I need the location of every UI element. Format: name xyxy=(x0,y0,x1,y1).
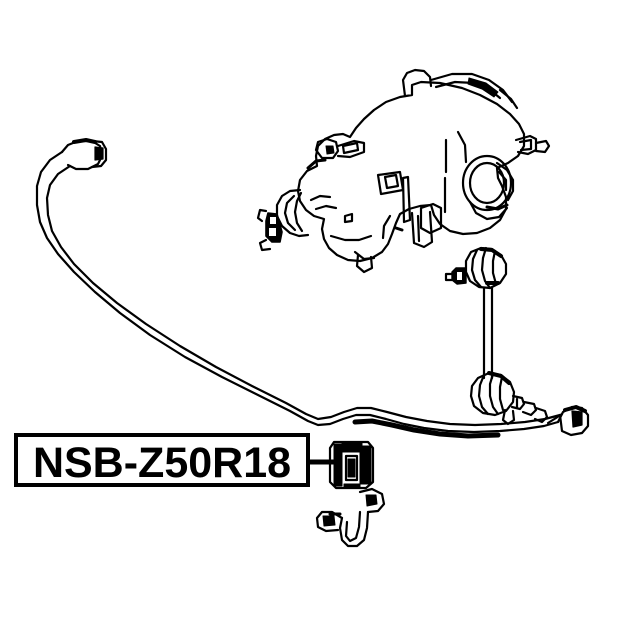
differential-detail-b xyxy=(314,204,338,211)
link-upper-joint-rib-c xyxy=(491,249,498,286)
differential-bearing-cap-outer xyxy=(461,154,513,212)
link-lower-bushing-rib-b xyxy=(488,372,500,416)
differential-mount-ear xyxy=(314,137,340,160)
bushing-shade-top xyxy=(341,442,363,453)
differential-top-rib-line xyxy=(498,88,519,110)
link-lower-nut xyxy=(533,406,549,424)
differential-mount-arm-inner xyxy=(341,141,360,155)
stabilizer-bar-left-eyelet-boss xyxy=(90,139,108,169)
bushing-shade-right xyxy=(359,445,372,485)
differential-right-flange xyxy=(514,134,538,156)
stabilizer-bar xyxy=(35,138,590,439)
differential-detail-c xyxy=(329,234,373,242)
differential-rib-c xyxy=(456,130,468,164)
bushing-inner-bore xyxy=(344,454,359,482)
bushing-inner-bore-shade xyxy=(347,458,356,478)
bushing-shade-bottom xyxy=(343,483,361,489)
differential-side-plate xyxy=(401,175,412,224)
differential-detail-a xyxy=(309,194,332,202)
link-lower-bushing-rib-c xyxy=(498,375,505,412)
stabilizer-bar-shade-right xyxy=(352,418,501,439)
bracket-upper-tab xyxy=(358,487,386,514)
differential-bearing-shade xyxy=(485,203,509,211)
bracket-lower-tab xyxy=(315,510,344,533)
differential-pinion-flange-hole-b xyxy=(269,228,276,236)
bracket-u-inner xyxy=(344,510,362,543)
stabilizer-bar-left-eyelet-shade xyxy=(72,138,97,144)
differential-bearing-cap-lip xyxy=(468,200,509,221)
bracket-u-body xyxy=(338,510,370,548)
differential-right-block xyxy=(419,202,443,235)
differential-lower-nipple xyxy=(355,253,374,274)
differential-pinion-yoke-tab xyxy=(256,208,268,223)
differential-pinion-yoke-tab-lower xyxy=(258,238,272,252)
link-upper-joint-rib-a xyxy=(470,248,483,289)
differential-housing-outline xyxy=(296,80,526,263)
differential-bearing-cap-inner xyxy=(468,161,506,205)
stabilizer-bar-right-eyelet-shade xyxy=(563,405,587,413)
stabilizer-bar-edge-upper xyxy=(35,150,560,434)
part-number-callout: NSB-Z50R18 xyxy=(14,433,310,487)
differential-lower-pad-line xyxy=(416,214,421,243)
bushing-body-outline xyxy=(328,440,375,490)
bracket-lower-tab-hole xyxy=(322,515,336,527)
differential-right-boss xyxy=(495,161,515,202)
differential-mount-ear-hole xyxy=(325,145,335,155)
link-lower-bushing-rib-a xyxy=(477,373,490,416)
link-upper-stud-tip xyxy=(444,272,454,282)
stabilizer-bar-left-eyelet-hole xyxy=(94,146,104,161)
differential-detail-e xyxy=(381,214,392,240)
differential-upper-shade xyxy=(306,158,327,170)
differential-detail-dot xyxy=(394,226,404,232)
differential-top-rib-shade xyxy=(467,77,499,98)
part-number-label: NSB-Z50R18 xyxy=(33,439,291,487)
differential-top-horn xyxy=(401,68,433,98)
differential-right-stub xyxy=(534,139,551,154)
differential-right-boss-inner xyxy=(497,170,508,192)
differential-mount-arm xyxy=(336,139,366,159)
differential-pinion-nose-inner xyxy=(283,194,297,232)
stabilizer-bar-bushing xyxy=(315,440,386,548)
stabilizer-bar-edge-lower xyxy=(45,164,562,427)
differential-square-boss-inner xyxy=(383,173,400,190)
link-lower-stud xyxy=(510,394,526,411)
differential-pinion-nose-ridge xyxy=(293,191,304,233)
link-upper-stud-hole xyxy=(457,272,462,280)
link-lower-bushing-shade xyxy=(487,371,511,385)
stabilizer-bar-right-taper xyxy=(546,412,564,425)
differential-small-square xyxy=(343,212,354,224)
differential-right-flange-inner xyxy=(518,138,533,152)
bushing-shade-left xyxy=(333,443,343,487)
differential-assembly xyxy=(256,68,551,274)
link-upper-joint-shade xyxy=(479,247,503,258)
differential-top-ridge xyxy=(429,72,514,104)
link-lower-washer xyxy=(521,400,538,417)
differential-pinion-flange-hole-a xyxy=(270,217,276,224)
stabilizer-bar-right-eyelet-hole xyxy=(571,410,583,428)
stabilizer-link xyxy=(444,246,549,426)
bracket-upper-tab-hole xyxy=(365,494,378,507)
part-number-box xyxy=(14,433,310,487)
